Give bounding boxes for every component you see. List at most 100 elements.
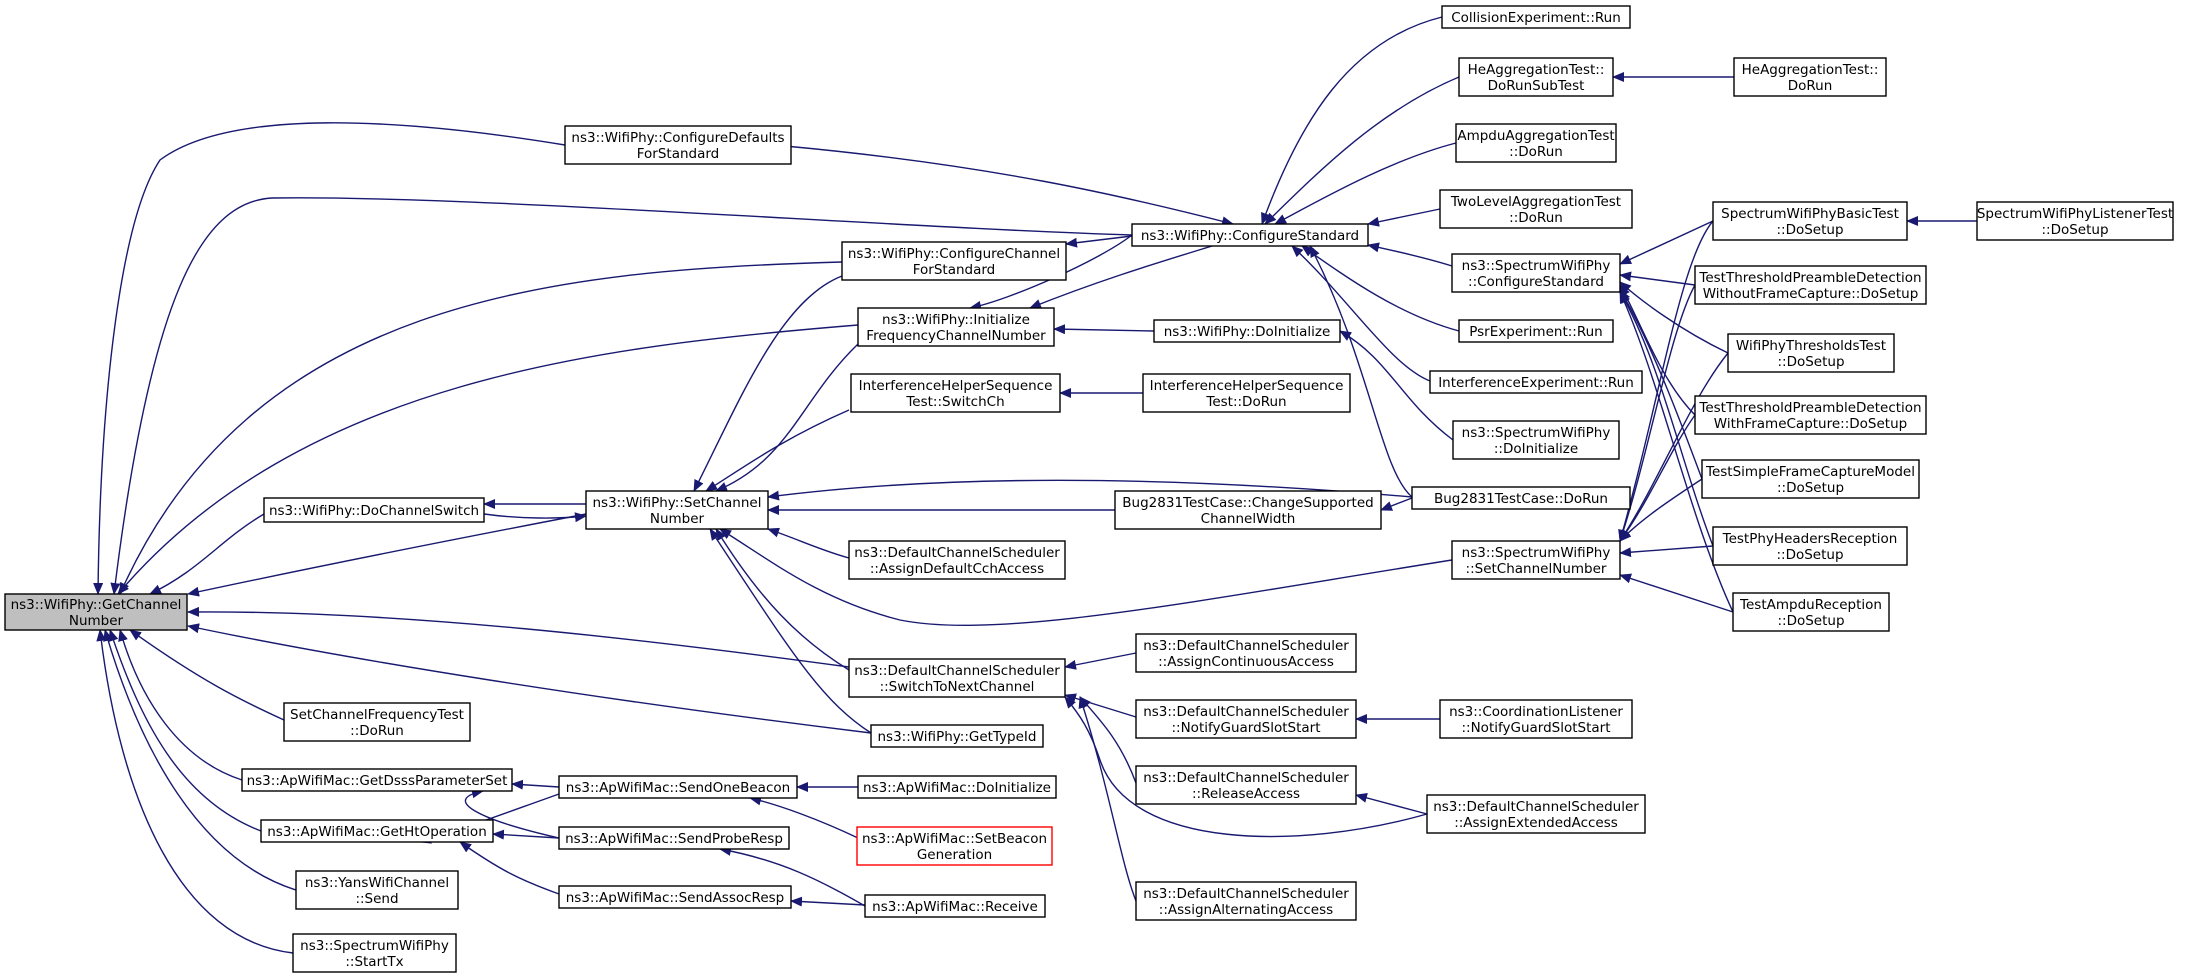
node-box[interactable]: [283, 702, 471, 742]
node-box[interactable]: [1439, 699, 1633, 739]
node-switch-next[interactable]: ns3::DefaultChannelScheduler::SwitchToNe…: [848, 658, 1066, 698]
node-box[interactable]: [1694, 395, 1927, 435]
node-assign-default[interactable]: ns3::DefaultChannelScheduler::AssignDefa…: [848, 540, 1066, 580]
node-phy-do-init[interactable]: ns3::WifiPhy::DoInitialize: [1153, 319, 1341, 343]
node-box[interactable]: [1135, 633, 1357, 673]
node-box[interactable]: [1451, 253, 1621, 293]
node-he-do-run[interactable]: HeAggregationTest::DoRun: [1733, 57, 1887, 97]
node-box[interactable]: [1455, 123, 1617, 163]
node-simple-capture[interactable]: TestSimpleFrameCaptureModel::DoSetup: [1701, 459, 1920, 499]
node-assign-ext[interactable]: ns3::DefaultChannelScheduler::AssignExte…: [1426, 794, 1646, 834]
node-get-ht[interactable]: ns3::ApWifiMac::GetHtOperation: [260, 819, 494, 843]
node-box[interactable]: [848, 658, 1066, 698]
node-cfg-standard[interactable]: ns3::WifiPhy::ConfigureStandard: [1131, 223, 1369, 247]
node-send-probe[interactable]: ns3::ApWifiMac::SendProbeResp: [558, 826, 790, 850]
node-box[interactable]: [857, 307, 1055, 347]
node-get-dsss[interactable]: ns3::ApWifiMac::GetDsssParameterSet: [241, 768, 513, 792]
node-box[interactable]: [564, 125, 792, 165]
node-box[interactable]: [1135, 881, 1357, 921]
node-box[interactable]: [1458, 319, 1614, 343]
node-box[interactable]: [585, 490, 769, 530]
node-box[interactable]: [1426, 794, 1646, 834]
node-wifi-thresh[interactable]: WifiPhyThresholdsTest::DoSetup: [1727, 333, 1895, 373]
node-box[interactable]: [1135, 699, 1357, 739]
node-box[interactable]: [1712, 526, 1908, 566]
node-box[interactable]: [848, 540, 1066, 580]
node-box[interactable]: [558, 775, 798, 799]
node-cfg-defaults[interactable]: ns3::WifiPhy::ConfigureDefaultsForStanda…: [564, 125, 792, 165]
node-box[interactable]: [1439, 189, 1633, 229]
node-send-beacon[interactable]: ns3::ApWifiMac::SendOneBeacon: [558, 775, 798, 799]
node-spec-cfg[interactable]: ns3::SpectrumWifiPhy::ConfigureStandard: [1451, 253, 1621, 293]
node-thresh-without[interactable]: TestThresholdPreambleDetectionWithoutFra…: [1694, 265, 1927, 305]
node-box[interactable]: [292, 933, 457, 973]
node-box[interactable]: [857, 775, 1057, 799]
node-box[interactable]: [558, 885, 792, 909]
node-box[interactable]: [841, 241, 1067, 281]
node-spec-listener[interactable]: SpectrumWifiPhyListenerTest::DoSetup: [1976, 201, 2174, 241]
node-box[interactable]: [870, 724, 1044, 748]
node-ap-receive[interactable]: ns3::ApWifiMac::Receive: [864, 894, 1046, 918]
node-bug-change[interactable]: Bug2831TestCase::ChangeSupportedChannelW…: [1114, 490, 1382, 530]
node-box[interactable]: [260, 819, 494, 843]
node-cfg-channel[interactable]: ns3::WifiPhy::ConfigureChannelForStandar…: [841, 241, 1067, 281]
node-collision[interactable]: CollisionExperiment::Run: [1441, 5, 1631, 29]
node-box[interactable]: [850, 373, 1061, 413]
node-psr[interactable]: PsrExperiment::Run: [1458, 319, 1614, 343]
node-box[interactable]: [1451, 540, 1621, 580]
node-box[interactable]: [558, 826, 790, 850]
node-box[interactable]: [1153, 319, 1341, 343]
node-box[interactable]: [1733, 57, 1887, 97]
node-box[interactable]: [263, 497, 485, 523]
node-set-freq-test[interactable]: SetChannelFrequencyTest::DoRun: [283, 702, 471, 742]
node-box[interactable]: [295, 870, 459, 910]
node-spec-start-tx[interactable]: ns3::SpectrumWifiPhy::StartTx: [292, 933, 457, 973]
node-interf-exp[interactable]: InterferenceExperiment::Run: [1429, 370, 1643, 394]
node-box[interactable]: [1411, 486, 1631, 510]
node-box[interactable]: [1712, 201, 1908, 241]
node-box[interactable]: [1142, 373, 1351, 413]
node-box[interactable]: [4, 593, 188, 631]
node-box[interactable]: [1429, 370, 1643, 394]
node-box[interactable]: [1694, 265, 1927, 305]
node-yans-send[interactable]: ns3::YansWifiChannel::Send: [295, 870, 459, 910]
node-box[interactable]: [1976, 201, 2174, 241]
node-box[interactable]: [1131, 223, 1369, 247]
node-assign-cont[interactable]: ns3::DefaultChannelScheduler::AssignCont…: [1135, 633, 1357, 673]
node-box[interactable]: [1114, 490, 1382, 530]
node-send-assoc[interactable]: ns3::ApWifiMac::SendAssocResp: [558, 885, 792, 909]
node-he-sub[interactable]: HeAggregationTest::DoRunSubTest: [1458, 57, 1614, 97]
node-box[interactable]: [1732, 592, 1890, 632]
node-box[interactable]: [241, 768, 513, 792]
node-two-level[interactable]: TwoLevelAggregationTest::DoRun: [1439, 189, 1633, 229]
node-notify-guard[interactable]: ns3::DefaultChannelScheduler::NotifyGuar…: [1135, 699, 1357, 739]
node-box[interactable]: [1458, 57, 1614, 97]
node-box[interactable]: [864, 894, 1046, 918]
node-box[interactable]: [856, 826, 1053, 866]
node-phy-headers[interactable]: TestPhyHeadersReception::DoSetup: [1712, 526, 1908, 566]
node-release-access[interactable]: ns3::DefaultChannelScheduler::ReleaseAcc…: [1135, 765, 1357, 805]
node-coord-notify[interactable]: ns3::CoordinationListener::NotifyGuardSl…: [1439, 699, 1633, 739]
node-ampdu-agg[interactable]: AmpduAggregationTest::DoRun: [1455, 123, 1617, 163]
node-set-channel[interactable]: ns3::WifiPhy::SetChannelNumber: [585, 490, 769, 530]
node-thresh-with[interactable]: TestThresholdPreambleDetectionWithFrameC…: [1694, 395, 1927, 435]
node-init-freq[interactable]: ns3::WifiPhy::InitializeFrequencyChannel…: [857, 307, 1055, 347]
node-bug-do-run[interactable]: Bug2831TestCase::DoRun: [1411, 486, 1631, 510]
node-spec-do-init[interactable]: ns3::SpectrumWifiPhy::DoInitialize: [1452, 420, 1620, 460]
node-spec-basic[interactable]: SpectrumWifiPhyBasicTest::DoSetup: [1712, 201, 1908, 241]
node-do-chan-switch[interactable]: ns3::WifiPhy::DoChannelSwitch: [263, 497, 485, 523]
node-ampdu-recv[interactable]: TestAmpduReception::DoSetup: [1732, 592, 1890, 632]
node-spec-set-chan[interactable]: ns3::SpectrumWifiPhy::SetChannelNumber: [1451, 540, 1621, 580]
node-box[interactable]: [1441, 5, 1631, 29]
node-get-type-id[interactable]: ns3::WifiPhy::GetTypeId: [870, 724, 1044, 748]
node-box[interactable]: [1701, 459, 1920, 499]
node-box[interactable]: [1727, 333, 1895, 373]
node-box[interactable]: [1135, 765, 1357, 805]
node-ap-do-init[interactable]: ns3::ApWifiMac::DoInitialize: [857, 775, 1057, 799]
node-box[interactable]: [1452, 420, 1620, 460]
node-assign-alt[interactable]: ns3::DefaultChannelScheduler::AssignAlte…: [1135, 881, 1357, 921]
